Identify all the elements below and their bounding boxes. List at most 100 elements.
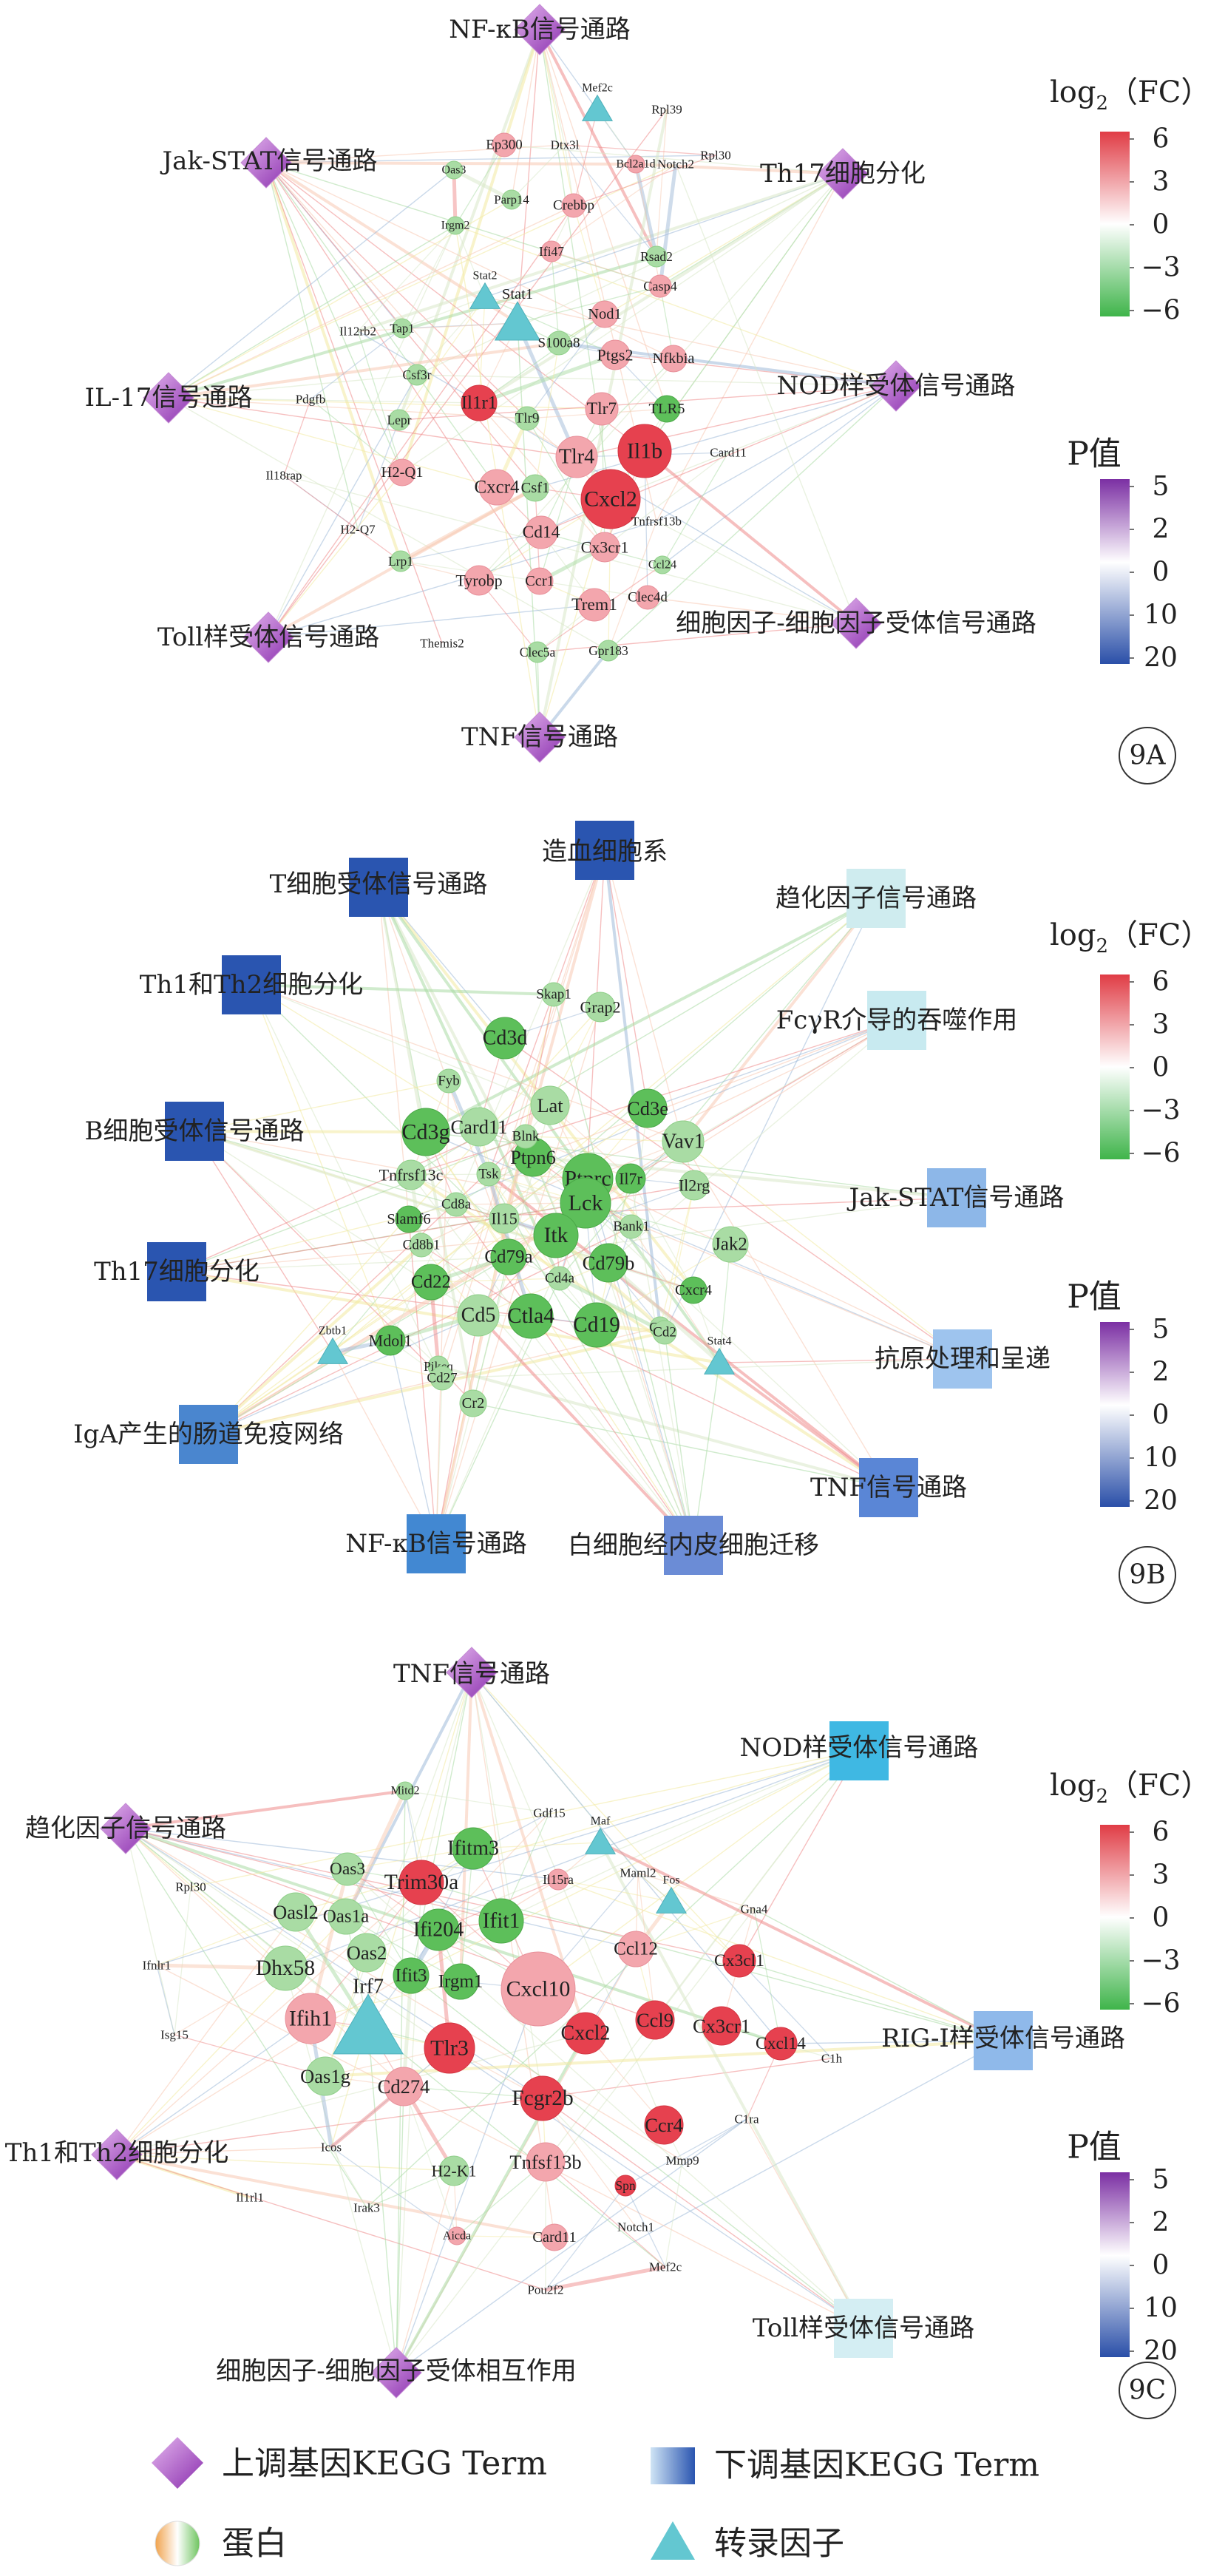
edge [366, 2170, 455, 2209]
edge [441, 850, 605, 1379]
protein-circle [526, 567, 554, 595]
edge [168, 342, 560, 399]
gene-node: C1h [821, 2052, 843, 2066]
edge [600, 1841, 1004, 2042]
edge [194, 1130, 427, 1133]
edge [682, 1141, 889, 1488]
edge [194, 1131, 586, 1204]
edge [545, 2265, 666, 2292]
edge [265, 162, 402, 562]
p-legend-tick: 5 [1153, 472, 1170, 502]
gene-node: Zbtb1 [316, 1324, 349, 1364]
gene-node: Cd14 [523, 515, 560, 549]
gene-node: Irf7 [333, 1976, 404, 2055]
edge [410, 1174, 694, 1546]
protein-circle [476, 1162, 501, 1187]
p-legend-tick: 10 [1144, 2294, 1178, 2324]
gene-label: Slamf6 [387, 1211, 430, 1227]
edge [455, 225, 897, 387]
up-term-legend-label: 上调基因KEGG Term [222, 2445, 547, 2483]
edge [116, 1882, 422, 2155]
edge [452, 168, 513, 202]
term-label: Th1和Th2细胞分化 [5, 2138, 228, 2168]
protein-circle [635, 585, 660, 610]
kegg-term: B细胞受体信号通路 [85, 1102, 305, 1161]
edge [251, 983, 554, 996]
edge [125, 1789, 406, 1830]
edge [435, 1080, 449, 1545]
gene-node: Irak3 [353, 2201, 380, 2215]
edge [404, 1790, 550, 1814]
edge [116, 2153, 555, 2239]
gene-label: Lepr [387, 413, 411, 427]
edge [537, 623, 857, 653]
edge [477, 1314, 695, 1547]
protein-circle [580, 469, 641, 529]
edge [511, 144, 566, 200]
edge [478, 580, 538, 653]
protein-circle [392, 318, 413, 339]
protein-circle [679, 1170, 710, 1201]
gene-node: Il1r1 [461, 384, 498, 421]
gene-label: Fcgr2b [512, 2087, 574, 2110]
edge [425, 1131, 509, 1258]
edge [573, 109, 598, 206]
down-term-square [974, 2011, 1033, 2070]
edge [488, 1173, 632, 1227]
gene-label: Oasl2 [273, 1901, 319, 1923]
gene-label: Skap1 [536, 987, 571, 1003]
gene-label: Tlr3 [430, 2036, 469, 2061]
protein-circle [617, 424, 672, 478]
gene-label: Cx3cr1 [581, 538, 629, 557]
gene-node: Cxcr4 [474, 469, 520, 506]
edge [325, 1952, 367, 2077]
gene-node: Vav1 [662, 1120, 705, 1163]
edge [746, 2118, 864, 2329]
gene-node: TLR5 [649, 395, 685, 423]
edge [608, 385, 897, 651]
gene-label: Fos [662, 1874, 679, 1886]
protein-circle [457, 1294, 500, 1337]
fc-legend-tick: −6 [1141, 1139, 1180, 1169]
kegg-term: 细胞因子-细胞因子受体相互作用 [216, 2347, 577, 2399]
panel-label-circle [1119, 1546, 1176, 1604]
p-legend-tick: 10 [1144, 1443, 1178, 1474]
edge [168, 397, 609, 651]
gene-node: Parp14 [494, 189, 529, 210]
p-legend-tick: 2 [1153, 2208, 1170, 2238]
tf-legend-triangle [651, 2521, 695, 2560]
edge [416, 173, 844, 376]
edge [719, 1244, 731, 1363]
fc-colorbar [1100, 975, 1130, 1159]
gene-label: Il1r1 [461, 393, 498, 413]
gene-label: Mef2c [649, 2260, 682, 2274]
gene-node: Il18rap [265, 469, 302, 483]
edge [125, 1828, 502, 1922]
protein-circle [659, 345, 688, 373]
up-term-diamond [143, 372, 194, 424]
edge [682, 1141, 963, 1360]
edge [557, 1879, 1004, 2041]
edge [659, 1184, 695, 1328]
edge [542, 2098, 637, 2228]
edge [656, 173, 844, 522]
gene-label: Gdf15 [533, 1806, 565, 1820]
edge [207, 1244, 423, 1436]
edge [478, 173, 844, 581]
edge [208, 1136, 526, 1435]
protein-circle [702, 2006, 742, 2046]
edge [396, 2118, 747, 2373]
gene-node: Cd8b1 [403, 1233, 440, 1258]
edge [168, 163, 676, 399]
edge [399, 486, 537, 563]
gene-label: Lrp1 [388, 554, 413, 569]
edge [285, 1750, 860, 1969]
down-term-square [349, 858, 408, 917]
term-label: Toll样受体信号通路 [157, 623, 379, 652]
edge [357, 225, 456, 332]
protein-circle [444, 160, 464, 180]
edge [753, 1908, 1004, 2041]
gene-node: Isg15 [160, 2028, 189, 2042]
gene-label: Cxcl2 [584, 487, 637, 512]
terms-9b: T细胞受体信号通路造血细胞系趋化因子信号通路Th1和Th2细胞分化FcγR介导的… [73, 821, 1064, 1575]
